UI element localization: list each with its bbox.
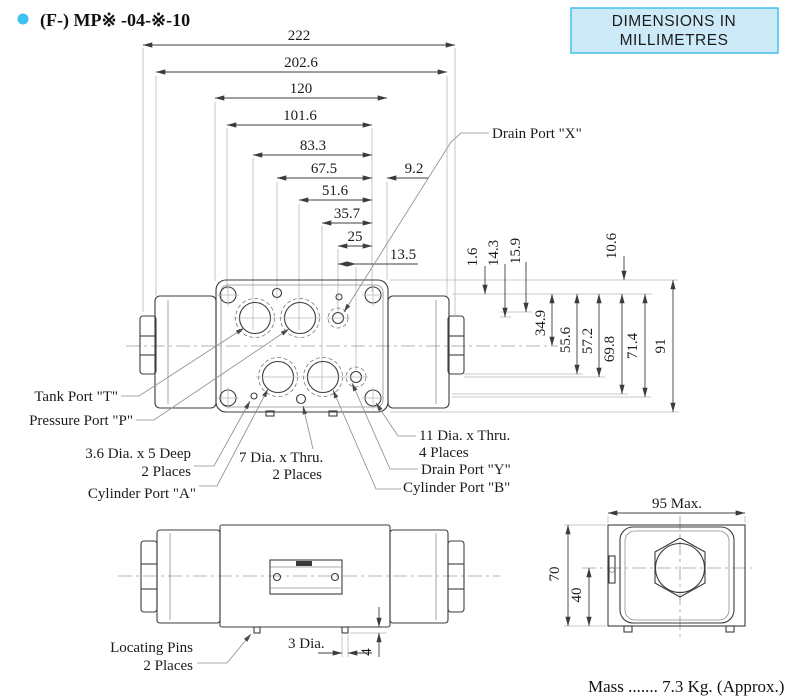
nameplate-screw bbox=[272, 572, 282, 582]
units-box-line2: MILLIMETRES bbox=[620, 32, 729, 49]
label-hole36-line2: 2 Places bbox=[141, 464, 191, 480]
label-hole7-line1: 7 Dia. x Thru. bbox=[239, 450, 323, 466]
dim-pin-3dia: 3 Dia. bbox=[288, 636, 325, 652]
label-hole11-line2: 4 Places bbox=[419, 445, 469, 461]
label-cylinder-port-b: Cylinder Port "B" bbox=[403, 480, 510, 496]
dim-83-3: 83.3 bbox=[300, 138, 326, 154]
top-view-horizontal-dims bbox=[142, 42, 456, 267]
dim-222: 222 bbox=[288, 28, 311, 44]
dim-67-5: 67.5 bbox=[311, 161, 337, 177]
units-box bbox=[570, 7, 779, 54]
dim-120: 120 bbox=[290, 81, 313, 97]
mass-note: Mass ....... 7.3 Kg. (Approx.) bbox=[588, 677, 784, 696]
left-end-block bbox=[154, 295, 217, 409]
top-view-horizontal-dim-labels: 222 202.6 120 101.6 83.3 67.5 9.2 51.6 3… bbox=[283, 28, 423, 263]
dim-14-3: 14.3 bbox=[486, 240, 502, 266]
label-drain-port-x: Drain Port "X" bbox=[492, 126, 582, 142]
locating-pin bbox=[341, 626, 349, 634]
right-end-block bbox=[387, 295, 450, 409]
bullet-icon bbox=[17, 13, 29, 25]
dim-15-9: 15.9 bbox=[508, 238, 524, 264]
top-view-port-labels: Drain Port "X" Tank Port "T" Pressure Po… bbox=[29, 126, 582, 502]
locating-tab bbox=[328, 410, 338, 417]
right-hex-nut bbox=[447, 315, 465, 375]
page-title: (F-) MP※ -04-※-10 bbox=[40, 10, 190, 31]
label-pressure-port-p: Pressure Port "P" bbox=[29, 413, 133, 429]
top-view-valve bbox=[126, 279, 558, 417]
dim-55-6: 55.6 bbox=[558, 326, 574, 353]
dim-10-6: 10.6 bbox=[604, 232, 620, 259]
side-port-boss bbox=[608, 555, 616, 584]
dim-202-6: 202.6 bbox=[284, 55, 318, 71]
dim-25: 25 bbox=[348, 229, 363, 245]
nameplate bbox=[269, 559, 343, 595]
dim-101-6: 101.6 bbox=[283, 108, 317, 124]
top-view-vertical-dim-labels: 1.6 14.3 15.9 10.6 34.9 55.6 57.2 69.8 7… bbox=[465, 232, 669, 362]
left-hex-nut bbox=[139, 315, 157, 375]
label-hole11-line1: 11 Dia. x Thru. bbox=[419, 428, 510, 444]
dim-35-7: 35.7 bbox=[334, 206, 361, 222]
hex-nut-circle bbox=[654, 542, 706, 594]
dim-40: 40 bbox=[569, 588, 585, 603]
top-view-extension-lines bbox=[142, 48, 679, 413]
label-hole36-line1: 3.6 Dia. x 5 Deep bbox=[85, 446, 191, 462]
label-drain-port-y: Drain Port "Y" bbox=[421, 462, 511, 478]
label-hole7-line2: 2 Places bbox=[272, 467, 322, 483]
top-view-leaders bbox=[121, 132, 489, 490]
hex-nut-face bbox=[654, 537, 706, 598]
label-locating-pins-line1: Locating Pins bbox=[110, 640, 193, 656]
thru-hole-7dia bbox=[271, 287, 283, 299]
dim-34-9: 34.9 bbox=[533, 310, 549, 336]
front-left-nut bbox=[140, 540, 158, 613]
brand-logo bbox=[296, 561, 312, 566]
pilot-hole bbox=[335, 293, 343, 301]
side-foot bbox=[725, 625, 735, 633]
locating-tab bbox=[265, 410, 275, 417]
dim-95-max: 95 Max. bbox=[652, 496, 702, 512]
dim-1-6: 1.6 bbox=[465, 247, 481, 266]
dim-70: 70 bbox=[547, 567, 563, 582]
valve-body-side-view bbox=[607, 524, 746, 627]
dim-51-6: 51.6 bbox=[322, 183, 349, 199]
thru-hole-7dia bbox=[295, 393, 307, 405]
locating-pin bbox=[253, 626, 261, 634]
dim-pin-height-4: 4 bbox=[359, 648, 375, 656]
front-right-nut bbox=[447, 540, 465, 613]
side-view: 95 Max. 70 40 bbox=[547, 496, 752, 640]
dim-57-2: 57.2 bbox=[580, 328, 596, 354]
side-foot bbox=[623, 625, 633, 633]
front-view: Locating Pins 2 Places 3 Dia. 4 bbox=[110, 524, 500, 674]
label-locating-pins-line2: 2 Places bbox=[143, 658, 193, 674]
dim-13-5: 13.5 bbox=[390, 247, 416, 263]
nameplate-screw bbox=[330, 572, 340, 582]
dim-9-2: 9.2 bbox=[405, 161, 424, 177]
dim-91: 91 bbox=[653, 339, 669, 354]
hole-3-6dia bbox=[250, 392, 258, 400]
units-box-line1: DIMENSIONS IN bbox=[612, 13, 736, 30]
front-left-block bbox=[156, 529, 221, 624]
front-right-block bbox=[389, 529, 449, 624]
page-header: (F-) MP※ -04-※-10 DIMENSIONS IN MILLIMET… bbox=[17, 7, 779, 54]
top-view-vertical-dims bbox=[482, 256, 676, 413]
label-tank-port-t: Tank Port "T" bbox=[34, 389, 118, 405]
dim-71-4: 71.4 bbox=[625, 332, 641, 359]
label-cylinder-port-a: Cylinder Port "A" bbox=[88, 486, 196, 502]
dim-69-8: 69.8 bbox=[602, 336, 618, 362]
